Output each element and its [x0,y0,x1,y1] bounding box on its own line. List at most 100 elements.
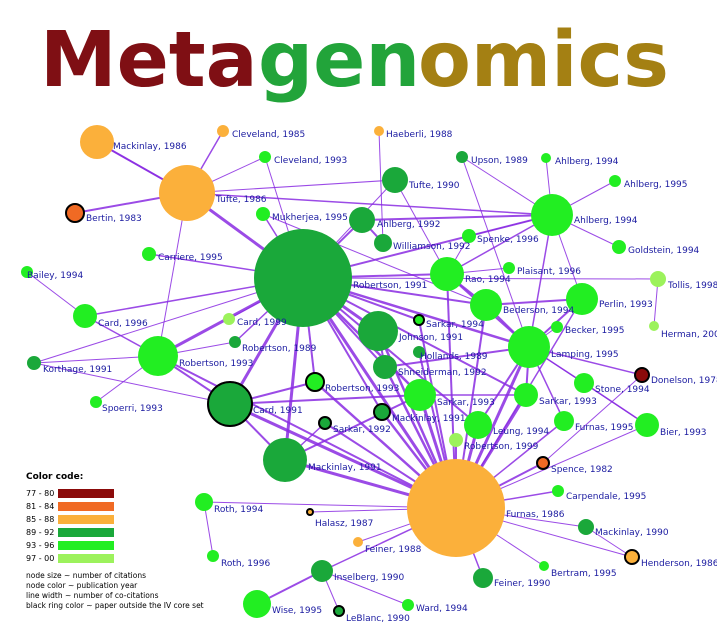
paper-node-henderson1986[interactable] [624,549,640,565]
paper-node-plaisant1996[interactable] [503,262,515,274]
paper-node-carriere1995[interactable] [142,247,156,261]
paper-node-card1991[interactable] [207,381,253,427]
paper-node-roth1996[interactable] [207,550,219,562]
paper-label-bertram1995: Bertram, 1995 [551,569,617,579]
legend-notes: node size ~ number of citations node col… [26,571,236,611]
paper-node-goldstein1994[interactable] [612,240,626,254]
paper-label-halasz1987: Halasz, 1987 [315,519,373,529]
paper-node-ward1994[interactable] [402,599,414,611]
paper-label-furnas1986: Furnas, 1986 [506,510,565,520]
paper-node-mukherjea1995[interactable] [256,207,270,221]
paper-node-bederson1994[interactable] [470,289,502,321]
paper-node-ahlberg1992[interactable] [349,207,375,233]
paper-label-tufte1990: Tufte, 1990 [408,181,460,191]
paper-label-sarkar1994: Sarkar, 1994 [426,320,484,330]
paper-node-card1999[interactable] [223,313,235,325]
paper-label-spenke1996: Spenke, 1996 [477,235,539,245]
paper-label-feiner1990: Feiner, 1990 [494,579,551,589]
paper-node-williamson1992[interactable] [374,234,392,252]
paper-label-tollis1998: Tollis, 1998 [667,281,717,291]
paper-node-mackinlay1991b[interactable] [263,438,307,482]
paper-label-card1999: Card, 1999 [237,318,287,328]
paper-label-lamping1995: Lamping, 1995 [551,350,619,360]
paper-node-becker1995[interactable] [551,321,563,333]
cocitation-edge [542,374,643,464]
paper-node-robertson1993b[interactable] [305,372,325,392]
paper-node-tufte1990[interactable] [382,167,408,193]
paper-node-korthage1991[interactable] [27,356,41,370]
paper-node-spenke1996[interactable] [462,229,476,243]
paper-node-hollands1989[interactable] [413,346,425,358]
paper-node-upson1989[interactable] [456,151,468,163]
paper-node-bailey1994[interactable] [21,266,33,278]
paper-node-tollis1998[interactable] [650,271,666,287]
paper-node-wise1995[interactable] [243,590,271,618]
paper-node-robertson1991[interactable] [254,229,352,327]
paper-label-feiner1988: Feiner, 1988 [365,545,422,555]
cocitation-edge [284,394,421,461]
paper-node-robertson1989[interactable] [229,336,241,348]
paper-label-mackinlay1991a: Mackinlay, 1991 [392,414,466,424]
paper-node-spoerri1993[interactable] [90,396,102,408]
paper-label-roth1996: Roth, 1996 [221,559,270,569]
paper-node-mackinlay1991a[interactable] [373,403,391,421]
paper-node-furnas1995[interactable] [554,411,574,431]
paper-label-hollands1989: Hollands, 1989 [420,352,488,362]
paper-node-mackinlay1986[interactable] [80,125,114,159]
paper-node-bier1993[interactable] [635,413,659,437]
legend-range: 97 - 00 [26,554,55,563]
paper-node-herman2000[interactable] [649,321,659,331]
paper-node-rao1994[interactable] [430,257,464,291]
paper-label-ahlberg1992: Ahlberg, 1992 [377,220,441,230]
paper-node-sarkar1992[interactable] [318,416,332,430]
paper-label-johnson1991: Johnson, 1991 [398,333,463,343]
paper-node-card1996[interactable] [73,304,97,328]
cocitation-edge [186,179,396,194]
paper-node-donelson1978[interactable] [634,367,650,383]
paper-label-bederson1994: Bederson, 1994 [503,306,574,316]
paper-node-sarkar1993b[interactable] [514,383,538,407]
cocitation-edge [585,526,633,558]
cocitation-edge [485,298,583,306]
legend-row: 93 - 96 [26,540,236,552]
paper-node-tufte1986[interactable] [159,165,215,221]
paper-node-haeberli1988[interactable] [374,126,384,136]
title-part-meta: Meta [40,16,258,105]
paper-node-inselberg1990[interactable] [311,560,333,582]
paper-node-ahlberg1994a[interactable] [541,153,551,163]
legend-swatch [58,528,114,537]
paper-node-spence1982[interactable] [536,456,550,470]
paper-node-ahlberg1995[interactable] [609,175,621,187]
paper-node-furnas1986[interactable] [407,459,505,557]
paper-node-leung1994[interactable] [464,411,492,439]
paper-node-feiner1990[interactable] [473,568,493,588]
paper-label-card1991: Card, 1991 [253,406,303,416]
paper-node-halasz1987[interactable] [306,508,314,516]
paper-node-cleveland1993[interactable] [259,151,271,163]
legend-row: 97 - 00 [26,553,236,565]
legend-range: 85 - 88 [26,515,55,524]
paper-node-lamping1995[interactable] [508,326,550,368]
paper-node-johnson1991[interactable] [358,311,398,351]
paper-node-shneiderman1992[interactable] [373,355,397,379]
paper-label-roth1994: Roth, 1994 [214,505,263,515]
paper-node-robertson1999[interactable] [449,433,463,447]
paper-node-sarkar1993a[interactable] [404,379,436,411]
paper-label-mackinlay1986: Mackinlay, 1986 [113,142,187,152]
paper-node-bertin1983[interactable] [65,203,85,223]
paper-node-perlin1993[interactable] [566,283,598,315]
paper-node-cleveland1985[interactable] [217,125,229,137]
paper-node-bertram1995[interactable] [539,561,549,571]
paper-node-ahlberg1994b[interactable] [531,194,573,236]
paper-label-inselberg1990: Inselberg, 1990 [334,573,404,583]
paper-node-robertson1993a[interactable] [138,336,178,376]
paper-node-sarkar1994[interactable] [413,314,425,326]
paper-node-feiner1988[interactable] [353,537,363,547]
paper-node-mackinlay1990[interactable] [578,519,594,535]
paper-node-carpendale1995[interactable] [552,485,564,497]
paper-label-mukherjea1995: Mukherjea, 1995 [272,213,348,223]
paper-node-roth1994[interactable] [195,493,213,511]
paper-node-leblanc1990[interactable] [333,605,345,617]
cocitation-edge [528,214,553,348]
paper-node-stone1994[interactable] [574,373,594,393]
